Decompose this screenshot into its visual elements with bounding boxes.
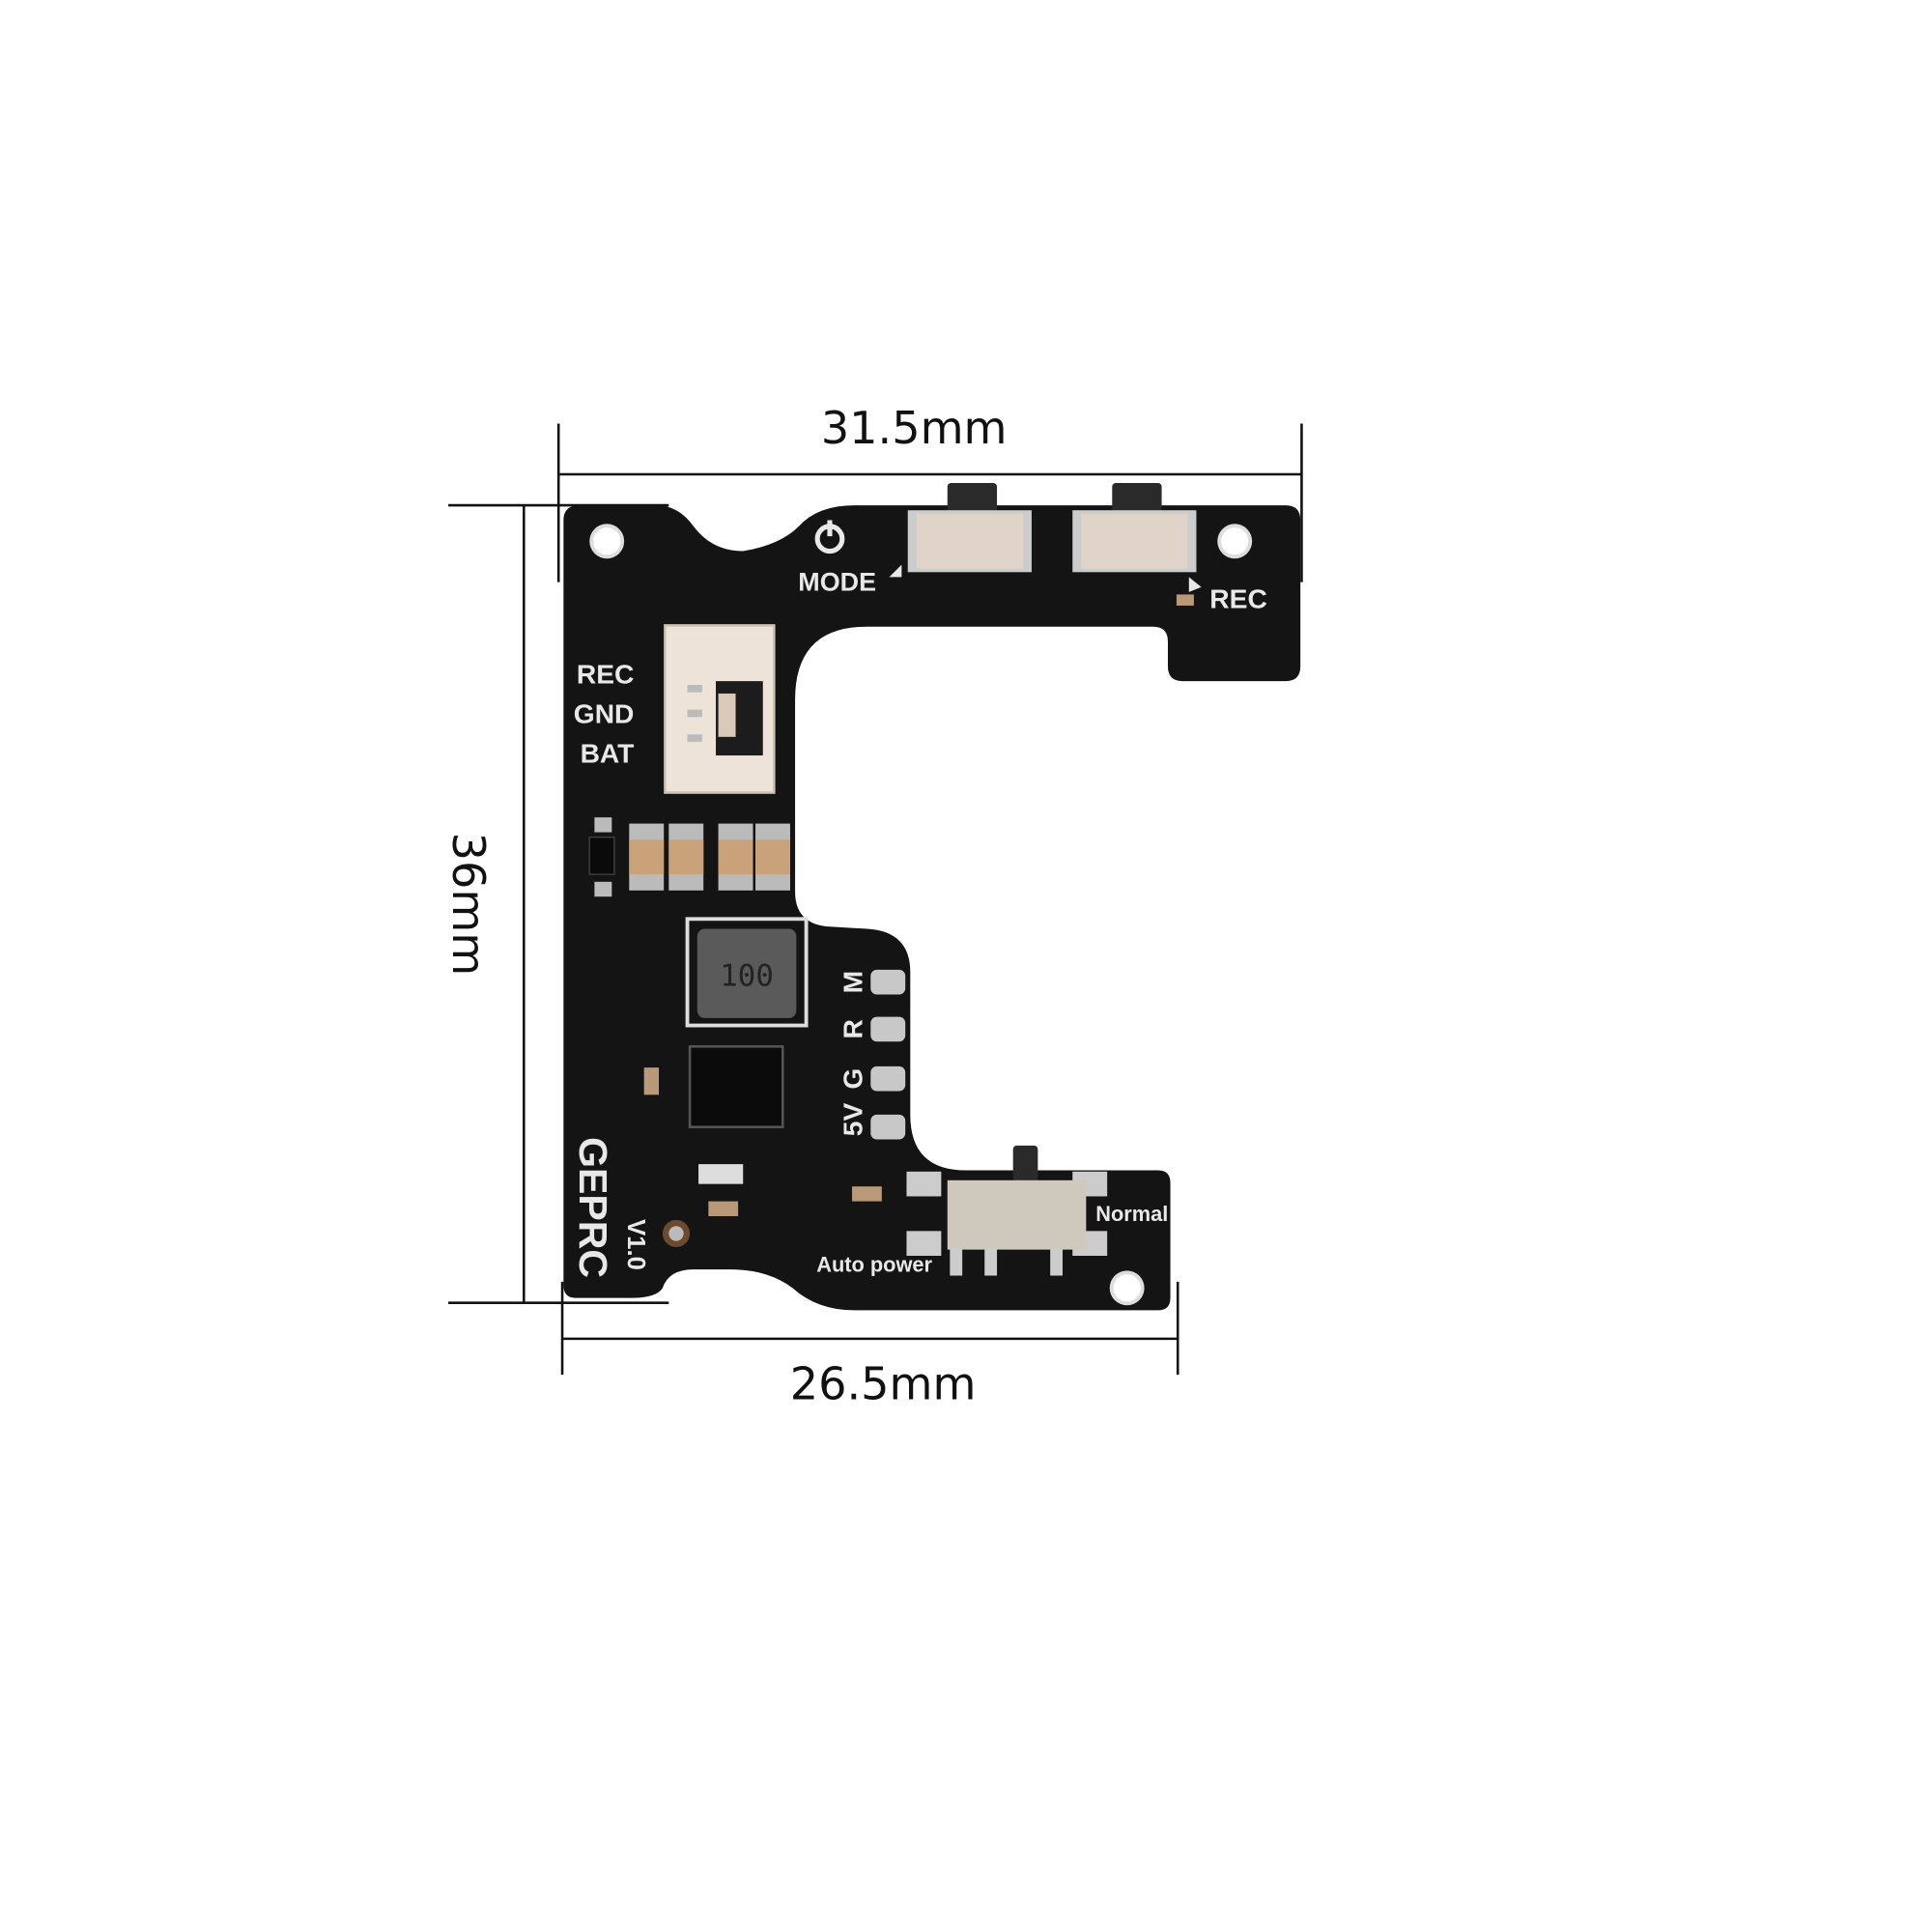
pad-g [870, 1065, 906, 1092]
pcb-board: MODE REC REC GND BAT 100 [563, 483, 1301, 1311]
dimension-top: 31.5mm [556, 402, 1303, 582]
pad-label-g: G [837, 1068, 867, 1090]
smd-resistor [1176, 594, 1194, 606]
pad-label-m: M [837, 971, 867, 993]
capacitor-row [588, 817, 790, 897]
status-led [698, 1164, 744, 1184]
auto-power-label: Auto power [816, 1253, 932, 1277]
mode-arrow-icon [889, 564, 902, 578]
inductor: 100 [685, 917, 809, 1028]
mode-slide-switch [906, 1145, 1108, 1276]
inductor-marking: 100 [720, 959, 774, 994]
mode-label: MODE [798, 568, 876, 597]
dimension-label-top-width: 31.5mm [821, 402, 1008, 454]
dimension-label-height: 36mm [442, 833, 495, 977]
pad-m [870, 969, 906, 995]
normal-label: Normal [1095, 1202, 1168, 1226]
dimension-left: 36mm [442, 503, 669, 1305]
regulator-ic [688, 1045, 784, 1128]
dimension-label-bottom-width: 26.5mm [790, 1358, 977, 1410]
pad-5v [870, 1114, 906, 1140]
smd-resistor [852, 1186, 882, 1202]
rec-arrow-icon [1188, 577, 1202, 592]
pad-label-5v: 5V [837, 1103, 867, 1137]
smd-resistor [708, 1201, 739, 1216]
jst-connector [664, 624, 776, 794]
pad-label-r: R [837, 1019, 867, 1038]
pin-label-rec: REC [577, 659, 635, 690]
pad-r [870, 1016, 906, 1042]
pin-label-bat: BAT [581, 738, 635, 769]
power-icon [814, 520, 845, 554]
rec-push-button [1072, 483, 1197, 573]
dimension-bottom: 26.5mm [560, 1281, 1179, 1410]
pin-label-gnd: GND [574, 698, 635, 729]
version-label: V1.0 [622, 1219, 649, 1270]
mode-push-button [907, 483, 1032, 573]
rec-label: REC [1209, 582, 1267, 613]
smd-capacitor [643, 1067, 660, 1095]
geprc-logo: GEPRC [571, 1137, 615, 1278]
